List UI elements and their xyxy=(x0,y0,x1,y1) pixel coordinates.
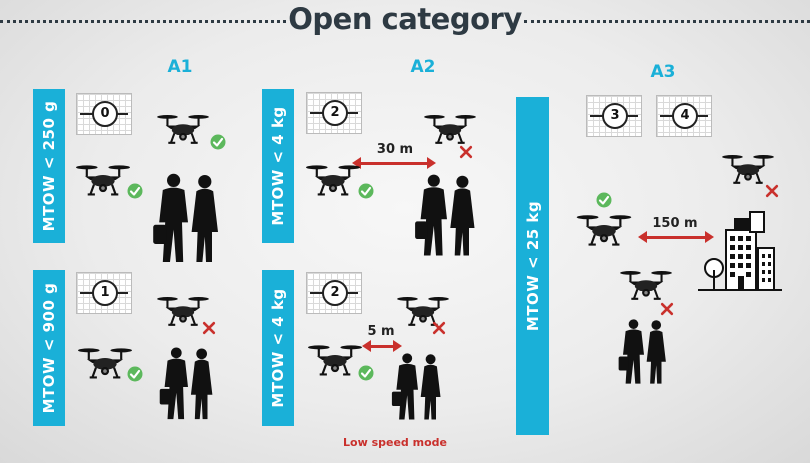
people-icon xyxy=(414,172,480,262)
mtow-label-a2-top: MTOW < 4 kg xyxy=(269,106,287,226)
class-badge-c2-number: 2 xyxy=(322,100,348,126)
class-badge-c1: 1 xyxy=(76,272,132,314)
subcategory-a2-label: A2 xyxy=(410,57,436,77)
class-badge-c3-number: 3 xyxy=(602,103,628,129)
class-badge-c4: 4 xyxy=(656,95,712,137)
check-icon xyxy=(127,183,143,199)
class-badge-c0-number: 0 xyxy=(92,101,118,127)
page-title: Open category xyxy=(288,2,522,36)
drone-icon xyxy=(157,110,209,148)
class-badge-c0: 0 xyxy=(76,93,132,135)
cross-icon xyxy=(459,145,473,159)
people-icon xyxy=(610,318,678,388)
low-speed-mode-note: Low speed mode xyxy=(343,436,447,449)
drone-icon xyxy=(76,160,130,200)
mtow-label-a3: MTOW < 25 kg xyxy=(523,200,542,332)
distance-arrow-a2-bottom xyxy=(362,340,402,352)
mtow-bar-a2-bottom: MTOW < 4 kg xyxy=(262,270,294,426)
check-icon xyxy=(210,134,226,150)
distance-label-a2-bottom: 5 m xyxy=(367,324,395,339)
mtow-label-a1-top: MTOW < 250 g xyxy=(40,100,58,232)
drone-icon xyxy=(722,150,774,188)
title-divider-left xyxy=(0,20,286,23)
class-badge-c3: 3 xyxy=(586,95,642,137)
class-badge-c2-low-speed: 2 xyxy=(306,272,362,314)
people-icon xyxy=(152,172,224,268)
cross-icon xyxy=(432,321,446,335)
class-badge-c2-low-speed-number: 2 xyxy=(322,280,348,306)
mtow-label-a1-bottom: MTOW < 900 g xyxy=(40,282,58,414)
title-divider-right xyxy=(524,20,810,23)
cross-icon xyxy=(660,302,674,316)
check-icon xyxy=(596,192,612,208)
class-badge-c2: 2 xyxy=(306,92,362,134)
check-icon xyxy=(358,365,374,381)
check-icon xyxy=(127,366,143,382)
check-icon xyxy=(358,183,374,199)
drone-icon xyxy=(424,110,476,148)
distance-arrow-a2-top xyxy=(352,157,436,169)
drone-icon xyxy=(308,340,362,380)
cross-icon xyxy=(765,184,779,198)
title-row: Open category xyxy=(0,0,810,44)
class-badge-c4-number: 4 xyxy=(672,103,698,129)
distance-arrow-a3 xyxy=(638,231,714,243)
mtow-bar-a3: MTOW < 25 kg xyxy=(516,97,549,435)
drone-icon xyxy=(620,266,672,304)
people-icon xyxy=(152,346,224,424)
distance-label-a3: 150 m xyxy=(652,216,698,231)
city-buildings-icon xyxy=(698,211,782,291)
drone-icon xyxy=(306,160,360,200)
drone-icon xyxy=(576,210,632,250)
subcategory-a1-label: A1 xyxy=(167,57,193,77)
subcategory-a3-label: A3 xyxy=(650,62,676,82)
drone-icon xyxy=(78,343,132,383)
cross-icon xyxy=(202,321,216,335)
mtow-bar-a1-top: MTOW < 250 g xyxy=(33,89,65,243)
people-icon xyxy=(386,352,450,424)
mtow-bar-a2-top: MTOW < 4 kg xyxy=(262,89,294,243)
distance-label-a2-top: 30 m xyxy=(376,142,414,157)
mtow-label-a2-bottom: MTOW < 4 kg xyxy=(269,288,287,408)
class-badge-c1-number: 1 xyxy=(92,280,118,306)
mtow-bar-a1-bottom: MTOW < 900 g xyxy=(33,270,65,426)
